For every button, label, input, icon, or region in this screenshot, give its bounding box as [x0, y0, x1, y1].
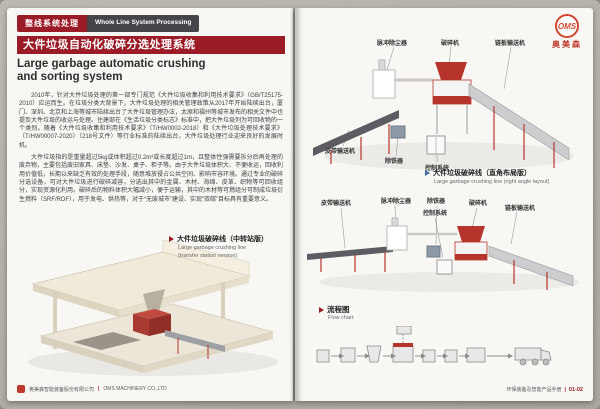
- flow-title-cn: 流程图: [327, 305, 350, 314]
- left-page: 整线系统处理 Whole Line System Processing 大件垃圾…: [7, 8, 293, 401]
- left-illustration-caption: 大件垃圾破碎线（中转站版） Large garbage crushing lin…: [169, 234, 287, 259]
- label-chain-conveyor-2: 链板输送机: [505, 206, 536, 212]
- label-pulse-dust-collector-2: 脉冲除尘器: [381, 199, 412, 205]
- caption-triangle-icon: [169, 236, 174, 242]
- truck-icon: [514, 347, 552, 366]
- page-title-banner: 大件垃圾自动化破碎分选处理系统: [17, 36, 285, 54]
- label-control-system-2: 控制系统: [423, 211, 448, 217]
- right-caption-en: Large garbage crushing line (right angle…: [434, 179, 550, 185]
- header-badges: 整线系统处理 Whole Line System Processing: [17, 15, 200, 32]
- brand-logo: OMS 奥美森: [547, 14, 587, 50]
- crushing-line-illustration-2: 皮带输送机 脉冲除尘器 除铁器 控制系统 破碎机 链板输送机: [299, 196, 588, 300]
- footer-separator-right: |: [564, 386, 566, 393]
- footer-company-en: OMS MACHINERY CO.,LTD: [103, 386, 167, 392]
- page-title-english: Large garbage automatic crushing and sor…: [17, 58, 206, 84]
- page-number: 01-02: [568, 386, 583, 393]
- crushing-line-illustration-1: 脉冲除尘器 破碎机 链板输送机 皮带输送机 除铁器 控制系统: [299, 34, 588, 192]
- label-belt-conveyor-2: 皮带输送机: [321, 201, 352, 207]
- left-caption-en-line2: (transfer station version): [178, 252, 238, 259]
- flow-step-feed-icon: [316, 349, 330, 363]
- label-belt-conveyor: 皮带输送机: [325, 149, 356, 155]
- flow-chart-diagram: [316, 326, 552, 366]
- body-paragraph-2: 大件垃圾指的是重量超过5kg或体积超过0.2m³或长度超过1m，且整体性强需要拆…: [19, 155, 284, 203]
- footer-catalog-name: 环保装备及智能产品手册: [506, 387, 562, 393]
- body-paragraph-1: 2010年，针对大件垃圾处理的第一部专门规范《大件垃圾收集和利用技术要求》（GB…: [19, 93, 284, 149]
- right-caption-row: 大件垃圾破碎线（直角布局版）: [425, 168, 585, 178]
- transfer-station-illustration: 大件垃圾破碎线（中转站版） Large garbage crushing lin…: [13, 232, 289, 384]
- label-chain-conveyor: 链板输送机: [495, 41, 526, 47]
- label-pulse-dust-collector: 脉冲除尘器: [377, 41, 408, 47]
- category-badge-cn: 整线系统处理: [17, 15, 87, 32]
- label-crusher: 破碎机: [441, 41, 460, 47]
- label-crusher-2: 破碎机: [469, 201, 488, 207]
- label-iron-remover-2: 除铁器: [427, 199, 446, 205]
- left-page-footer: 奥美森智能装备股份有限公司 | OMS MACHINERY CO.,LTD: [17, 385, 167, 393]
- right-caption-cn: 大件垃圾破碎线（直角布局版）: [433, 170, 531, 177]
- flow-title-en: Flow chart: [328, 315, 354, 321]
- brand-name-cn: 奥美森: [552, 40, 582, 49]
- transfer-station-drawing-icon: [28, 239, 278, 376]
- flow-dust-collector-icon: [396, 326, 412, 335]
- flow-step-hopper-icon: [366, 345, 382, 363]
- body-copy: 2010年，针对大件垃圾处理的第一部专门规范《大件垃圾收集和利用技术要求》（GB…: [19, 92, 283, 208]
- flow-triangle-icon: [319, 306, 324, 313]
- flow-step-conveyor-icon: [340, 347, 356, 363]
- caption-triangle-icon: [425, 170, 430, 176]
- crushing-line-2-drawing-icon: [307, 205, 579, 292]
- right-page: OMS 奥美森: [295, 8, 593, 401]
- flow-chart-title: 流程图 Flow chart: [319, 304, 353, 321]
- flow-title-row: 流程图: [319, 304, 353, 315]
- category-badge-en: Whole Line System Processing: [87, 15, 200, 32]
- left-caption-row: 大件垃圾破碎线（中转站版）: [169, 234, 287, 244]
- page-title-english-line2: and sorting system: [17, 71, 123, 83]
- footer-company-cn: 奥美森智能装备股份有限公司: [29, 386, 95, 393]
- label-iron-remover: 除铁器: [385, 159, 404, 165]
- left-caption-cn: 大件垃圾破碎线（中转站版）: [177, 236, 268, 243]
- flow-step-baler-icon: [466, 347, 486, 363]
- flow-step-crusher-icon: [392, 345, 414, 363]
- crushing-line-1-drawing-icon: [313, 46, 574, 170]
- footer-separator: |: [98, 386, 100, 392]
- label-control-system: 控制系统: [425, 166, 450, 172]
- right-illustration-caption: 大件垃圾破碎线（直角布局版） Large garbage crushing li…: [425, 168, 585, 186]
- right-page-footer: 环保装备及智能产品手册 | 01-02: [506, 386, 584, 394]
- page-title-english-line1: Large garbage automatic crushing: [17, 58, 206, 70]
- left-caption-en-line1: Large garbage crushing line: [178, 245, 247, 251]
- oms-logo-icon: OMS: [555, 14, 579, 38]
- company-logo-icon: [17, 385, 25, 393]
